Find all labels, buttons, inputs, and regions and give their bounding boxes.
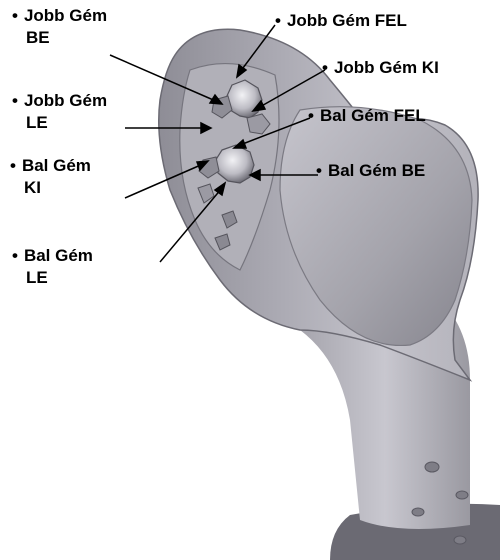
- label-text-line2: LE: [12, 112, 107, 134]
- label-text-line2: BE: [12, 27, 107, 49]
- label-bullet: •: [12, 91, 18, 110]
- label-bal-gem-be: • Bal Gém BE: [316, 160, 425, 182]
- label-bullet: •: [322, 58, 328, 77]
- label-text: Bal Gém: [22, 156, 91, 175]
- label-text: Bal Gém FEL: [320, 106, 426, 125]
- label-jobb-gem-be: • Jobb Gém BE: [12, 5, 107, 49]
- label-text: Jobb Gém: [24, 91, 107, 110]
- label-text: Jobb Gém: [24, 6, 107, 25]
- label-bal-gem-le: • Bal Gém LE: [12, 245, 93, 289]
- label-text-line2: LE: [12, 267, 93, 289]
- label-jobb-gem-le: • Jobb Gém LE: [12, 90, 107, 134]
- label-bullet: •: [275, 11, 281, 30]
- label-jobb-gem-ki: • Jobb Gém KI: [322, 57, 439, 79]
- label-bullet: •: [12, 246, 18, 265]
- label-bullet: •: [308, 106, 314, 125]
- label-text: Jobb Gém KI: [334, 58, 439, 77]
- label-bal-gem-fel: • Bal Gém FEL: [308, 105, 426, 127]
- label-bullet: •: [12, 6, 18, 25]
- label-text: Bal Gém BE: [328, 161, 425, 180]
- label-text-line2: KI: [10, 177, 91, 199]
- label-jobb-gem-fel: • Jobb Gém FEL: [275, 10, 407, 32]
- label-text: Jobb Gém FEL: [287, 11, 407, 30]
- label-text: Bal Gém: [24, 246, 93, 265]
- label-bullet: •: [10, 156, 16, 175]
- label-bullet: •: [316, 161, 322, 180]
- label-bal-gem-ki: • Bal Gém KI: [10, 155, 91, 199]
